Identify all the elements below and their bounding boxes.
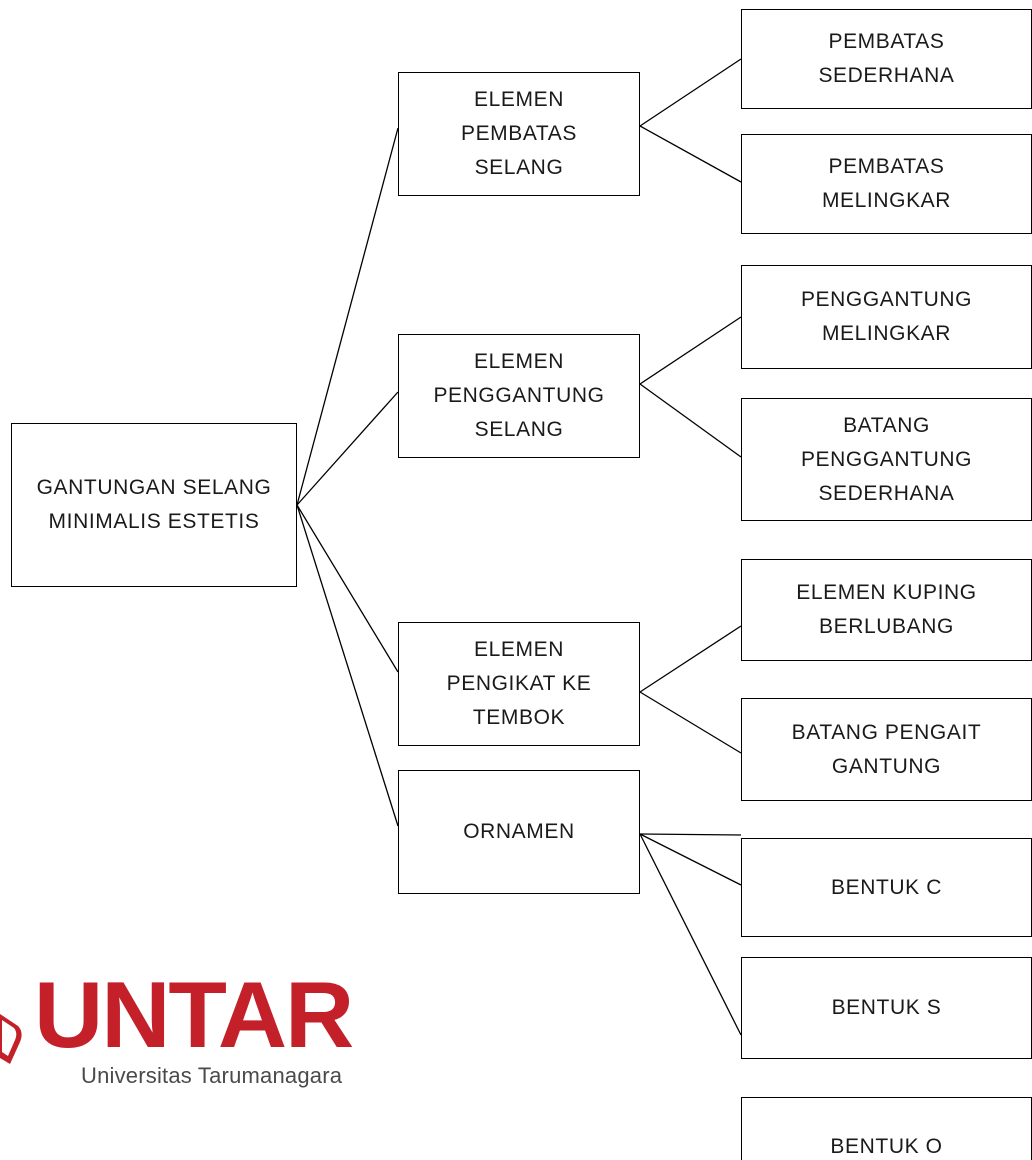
connector-ornamen-to-bentuk-c: [639, 833, 742, 886]
connector-penggantung-to-melingkar: [639, 316, 742, 385]
leaf-bentuk-c: BENTUK C: [741, 838, 1032, 937]
node-ornamen: ORNAMEN: [398, 770, 640, 894]
logo-subtitle: Universitas Tarumanagara: [81, 1063, 343, 1088]
untar-logo: UNTAR Universitas Tarumanagara: [0, 968, 380, 1088]
node-elemen-pembatas-selang: ELEMEN PEMBATAS SELANG: [398, 72, 640, 196]
logo-wordmark: UNTAR: [34, 962, 354, 1067]
connector-penggantung-to-batang: [639, 383, 742, 458]
leaf-pembatas-melingkar: PEMBATAS MELINGKAR: [741, 134, 1032, 234]
connector-root-to-pembatas: [296, 127, 399, 506]
leaf-pembatas-sederhana: PEMBATAS SEDERHANA: [741, 9, 1032, 109]
node-elemen-penggantung-selang: ELEMEN PENGGANTUNG SELANG: [398, 334, 640, 458]
connector-pengikat-to-kuping: [639, 625, 742, 693]
leaf-penggantung-melingkar: PENGGANTUNG MELINGKAR: [741, 265, 1032, 369]
connector-pembatas-to-melingkar: [639, 125, 742, 183]
connector-ornamen-to-bentuk-s: [639, 833, 742, 836]
node-elemen-pengikat-ke-tembok: ELEMEN PENGIKAT KE TEMBOK: [398, 622, 640, 746]
root-node-gantungan-selang: GANTUNGAN SELANG MINIMALIS ESTETIS: [11, 423, 297, 587]
connector-root-to-penggantung: [296, 391, 399, 506]
connector-pembatas-to-sederhana: [639, 58, 742, 127]
connector-ornamen-to-bentuk-o: [639, 833, 742, 1036]
connector-root-to-pengikat: [296, 504, 399, 673]
leaf-batang-pengait-gantung: BATANG PENGAIT GANTUNG: [741, 698, 1032, 801]
connector-root-to-ornamen: [296, 504, 399, 827]
connector-pengikat-to-pengait: [639, 691, 742, 754]
leaf-elemen-kuping-berlubang: ELEMEN KUPING BERLUBANG: [741, 559, 1032, 661]
leaf-bentuk-s: BENTUK S: [741, 957, 1032, 1059]
leaf-batang-penggantung-sederhana: BATANG PENGGANTUNG SEDERHANA: [741, 398, 1032, 521]
logo-emblem-icon: [0, 1014, 22, 1064]
leaf-bentuk-o: BENTUK O: [741, 1097, 1032, 1160]
